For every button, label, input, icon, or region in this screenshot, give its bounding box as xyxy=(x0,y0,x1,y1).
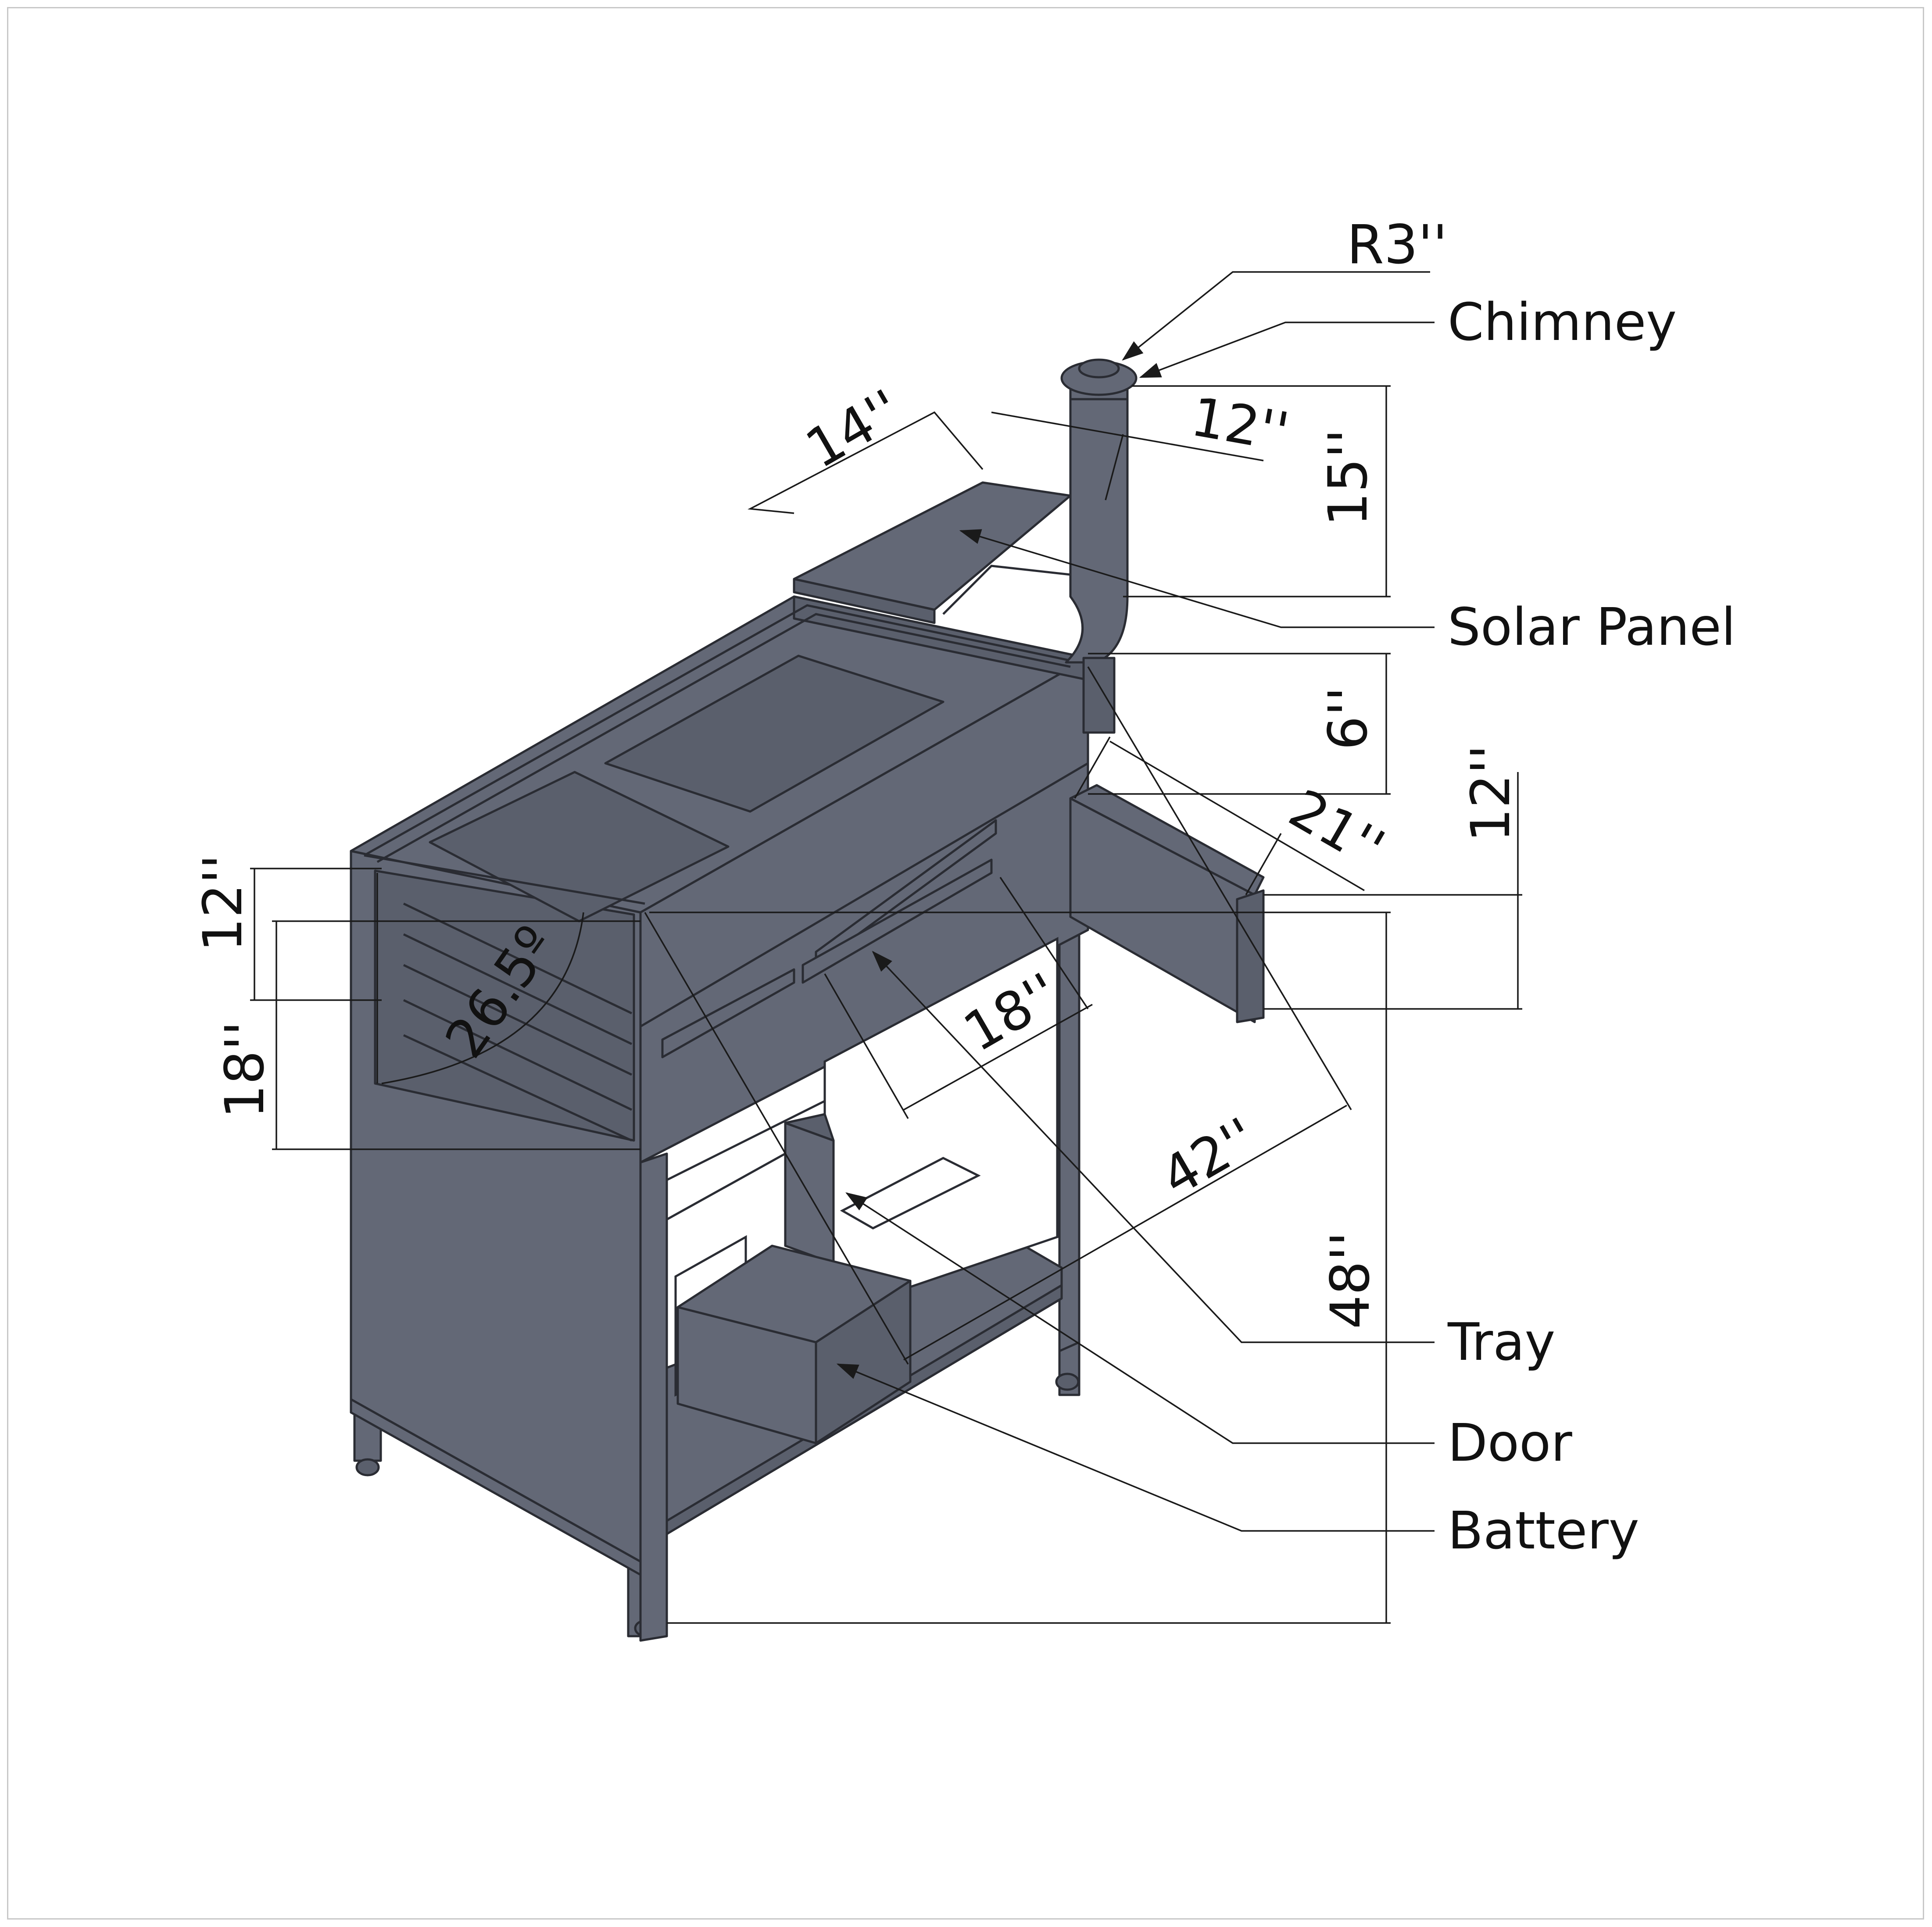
solar-panel-support xyxy=(942,565,1071,615)
leader-solar-panel xyxy=(959,529,1435,628)
chimney xyxy=(1060,358,1138,734)
label-chimney: Chimney xyxy=(1448,292,1677,352)
rack-line-4 xyxy=(403,999,633,1111)
dim-panel-length: 14'' xyxy=(796,378,912,480)
chamber-tray-front xyxy=(429,771,730,922)
chimney-top xyxy=(1078,358,1120,379)
callouts: Chimney Solar Panel Tray Door Battery xyxy=(836,292,1736,1561)
tray-slot-3 xyxy=(661,968,795,1058)
dim-panel-width: 12'' xyxy=(1187,386,1294,464)
chamber-rim-1 xyxy=(363,604,1080,857)
chamber-tray-rear xyxy=(604,654,945,813)
dim-line-shelf-depth-ext2 xyxy=(1245,833,1282,895)
chimney-base xyxy=(1082,657,1116,734)
dim-arc-tilt xyxy=(381,912,584,1084)
machine xyxy=(350,358,1265,1642)
label-battery: Battery xyxy=(1448,1500,1639,1561)
dim-cabinet-length: 42'' xyxy=(1151,1106,1267,1208)
dim-line-shelf-depth-ext1 xyxy=(1074,736,1111,799)
battery-side xyxy=(815,1280,912,1444)
wheel-right xyxy=(1055,1373,1080,1391)
side-shelf-end xyxy=(1236,889,1265,1023)
solar-panel xyxy=(793,481,1072,624)
dim-line-radius xyxy=(1122,271,1430,361)
dim-line-cabinet-length-ext1 xyxy=(644,912,909,1365)
leader-door xyxy=(845,1192,1435,1444)
dim-line-panel-length xyxy=(748,411,984,514)
dim-side-upper: 12'' xyxy=(192,854,254,952)
label-door: Door xyxy=(1448,1412,1572,1473)
rack-line-2 xyxy=(403,933,633,1045)
leader-tray xyxy=(872,951,1435,1343)
battery-slot xyxy=(840,1157,981,1230)
dim-line-panel-width xyxy=(991,411,1264,461)
dim-line-tray-width-ext1 xyxy=(824,973,909,1119)
battery-box xyxy=(676,1157,981,1444)
dim-line-cabinet-length xyxy=(903,1105,1347,1361)
chamber-front-wall xyxy=(639,657,1089,1028)
dim-line-cabinet-length-ext2 xyxy=(1087,666,1352,1110)
dim-radius: R3'' xyxy=(1347,214,1447,276)
rack-line-5 xyxy=(403,1034,633,1142)
dim-line-panel-width-ext xyxy=(1105,434,1124,501)
leader-battery xyxy=(836,1363,1435,1532)
dim-line-tray-width xyxy=(903,1004,1093,1111)
dim-shelf-height: 12'' xyxy=(1460,745,1522,842)
wheel-back-left xyxy=(355,1458,380,1477)
rack-line-3 xyxy=(403,964,633,1076)
dim-chimney-height: 15'' xyxy=(1317,429,1379,526)
dim-shelf-depth: 21'' xyxy=(1279,777,1395,880)
dim-chimney-offset: 6'' xyxy=(1317,686,1379,750)
door-panel xyxy=(784,1122,835,1265)
leader-chimney xyxy=(1139,322,1435,378)
dim-line-shelf-depth xyxy=(1109,740,1365,891)
dim-side-lower: 18'' xyxy=(214,1021,276,1119)
label-solar-panel: Solar Panel xyxy=(1448,597,1736,657)
label-tray: Tray xyxy=(1447,1312,1555,1372)
front-post-left xyxy=(639,1152,668,1642)
tray-slot-2 xyxy=(801,858,993,984)
chamber-rim-3 xyxy=(364,854,645,905)
solar-panel-edge xyxy=(793,578,936,624)
chamber-rim-2 xyxy=(376,613,1071,863)
door-top xyxy=(784,1113,835,1142)
side-shelf-top xyxy=(1069,784,1265,896)
dim-total-height: 48'' xyxy=(1319,1232,1381,1329)
dim-line-tray-width-ext2 xyxy=(999,877,1089,1009)
